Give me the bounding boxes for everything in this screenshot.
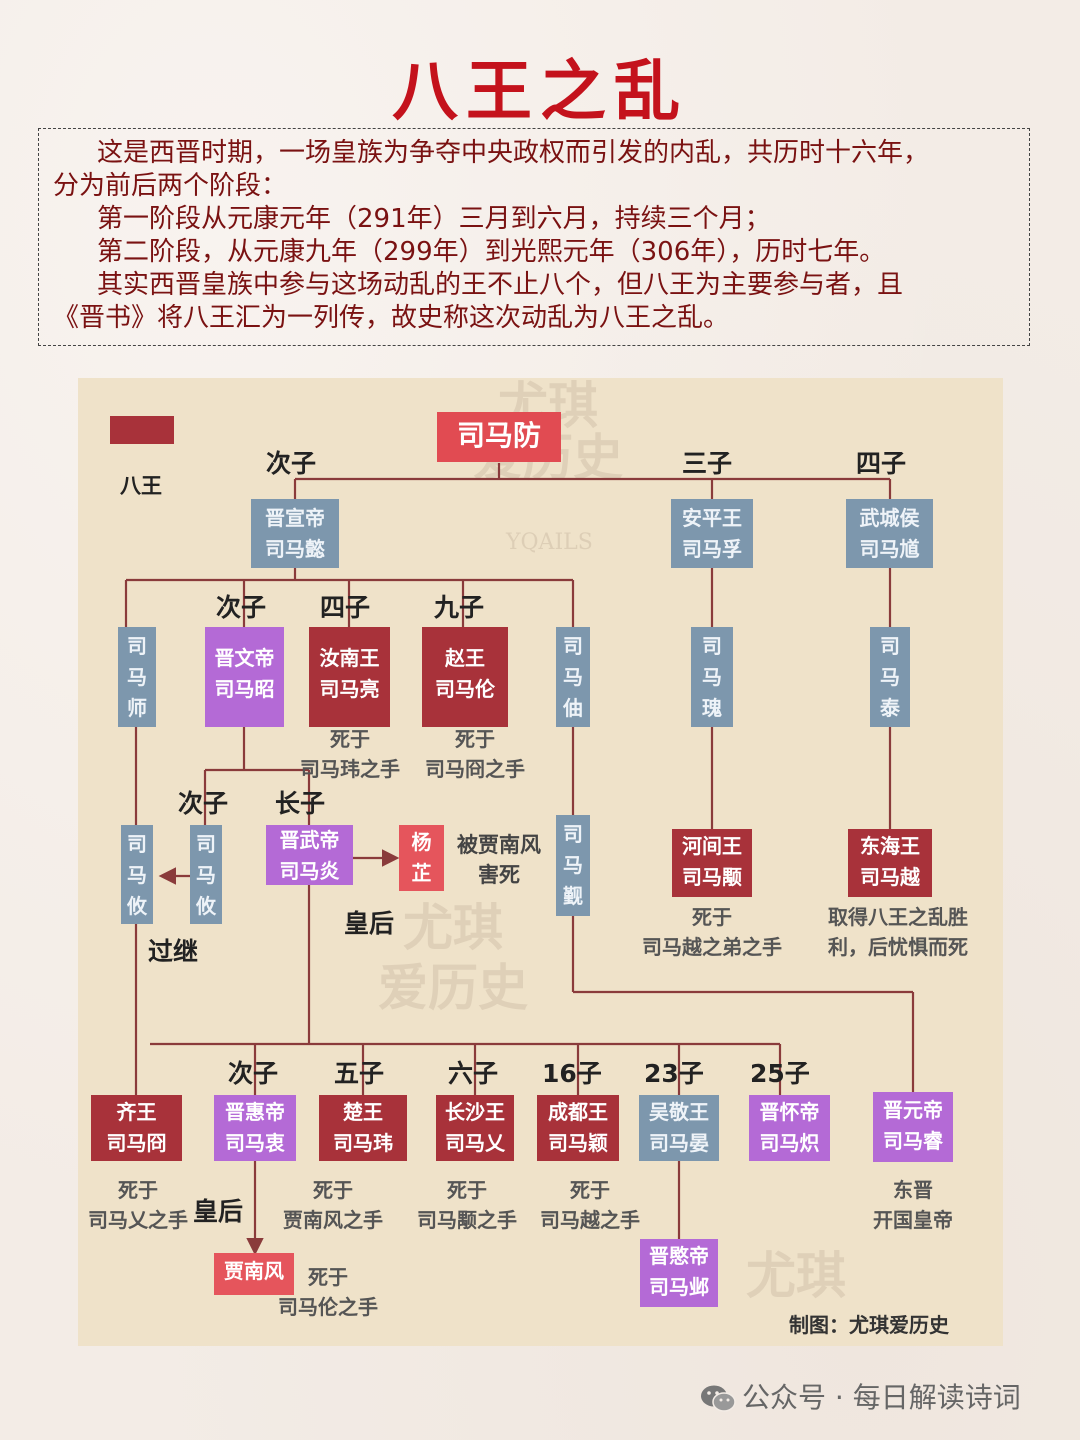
node-sima-shi: 司马师 — [118, 627, 156, 727]
node-sima-gui: 司马瑰 — [691, 627, 733, 727]
relation-label: 皇后 — [193, 1197, 244, 1226]
node-sima-ye: 晋愍帝司马邺 — [640, 1239, 718, 1307]
death-note: 死于司马乂之手 — [88, 1178, 188, 1232]
node-sima-yi: 晋宣帝司马懿 — [251, 499, 339, 568]
relation-label: 23子 — [644, 1059, 704, 1088]
death-note: 死于司马伦之手 — [278, 1265, 378, 1319]
legend-swatch — [110, 416, 174, 444]
relation-label: 次子 — [178, 789, 229, 818]
death-note: 被贾南风害死 — [457, 833, 541, 887]
relation-label: 长子 — [275, 789, 326, 818]
node-sima-fang: 司马防 — [437, 412, 561, 462]
death-note: 死于司马颙之手 — [417, 1178, 517, 1232]
intro-line: 这是西晋时期，一场皇族为争夺中央政权而引发的内乱，共历时十六年， — [97, 138, 930, 168]
relation-label: 16子 — [542, 1059, 602, 1088]
intro-box: 这是西晋时期，一场皇族为争夺中央政权而引发的内乱，共历时十六年， 分为前后两个阶… — [38, 128, 1030, 346]
death-note: 死于司马越之手 — [540, 1178, 640, 1232]
node-sima-kui: 武城侯司马馗 — [846, 499, 933, 568]
wechat-icon — [700, 1384, 736, 1414]
node-sima-chi: 晋怀帝司马炽 — [749, 1095, 830, 1161]
relation-label: 25子 — [750, 1059, 810, 1088]
intro-line: 《晋书》将八王汇为一列传，故史称这次动乱为八王之乱。 — [53, 303, 730, 333]
footer-text: 公众号 · 每日解读诗词 — [742, 1381, 1021, 1414]
footer-account: 公众号 · 每日解读诗词 — [700, 1376, 1021, 1416]
death-note: 死于贾南风之手 — [283, 1178, 383, 1232]
node-sima-jin: 司马觐 — [556, 815, 590, 916]
node-yang-zhi: 杨芷 — [399, 825, 444, 891]
family-tree-chart: 尤琪 爱历史 YQAILS 尤琪 爱历史 尤琪 — [78, 378, 1003, 1346]
node-sima-jiong: 齐王司马冏 — [91, 1095, 182, 1161]
relation-label: 次子 — [228, 1059, 279, 1088]
node-sima-lun: 赵王司马伦 — [422, 627, 508, 727]
relation-label: 五子 — [334, 1059, 385, 1088]
node-sima-you-adopted: 司马攸 — [121, 825, 153, 924]
relation-label: 过继 — [148, 937, 199, 966]
death-note: 取得八王之乱胜利，后忧惧而死 — [828, 905, 968, 959]
chart-credit: 制图：尤琪爱历史 — [789, 1313, 949, 1337]
node-sima-wei: 楚王司马玮 — [319, 1095, 407, 1161]
relation-label: 六子 — [448, 1059, 499, 1088]
relation-label: 皇后 — [344, 909, 395, 938]
death-note: 死于司马冏之手 — [425, 727, 525, 781]
relation-label: 四子 — [856, 449, 907, 478]
node-sima-yan2: 吴敬王司马晏 — [639, 1095, 719, 1161]
relation-label: 次子 — [266, 449, 317, 478]
watermark: 尤琪 — [746, 1246, 846, 1305]
intro-line: 其实西晋皇族中参与这场动乱的王不止八个，但八王为主要参与者，且 — [97, 270, 904, 300]
node-sima-zhou: 司马伷 — [556, 627, 590, 727]
intro-line: 第二阶段，从元康九年（299年）到光熙元年（306年），历时七年。 — [97, 237, 886, 267]
legend-label: 八王 — [120, 474, 162, 498]
node-sima-zhao: 晋文帝司马昭 — [205, 627, 284, 727]
watermark: 爱历史 — [378, 958, 528, 1017]
node-sima-zhong: 晋惠帝司马衷 — [214, 1095, 296, 1161]
node-sima-tai: 司马泰 — [870, 627, 910, 727]
connector-lines — [124, 463, 915, 1256]
relation-label: 九子 — [434, 593, 485, 622]
watermark: 尤琪 — [403, 898, 503, 957]
relation-label: 三子 — [682, 449, 733, 478]
node-sima-you: 司马攸 — [190, 825, 222, 924]
watermark: YQAILS — [506, 530, 593, 555]
emperor-note: 东晋开国皇帝 — [873, 1178, 953, 1232]
node-sima-rui: 晋元帝司马睿 — [873, 1092, 953, 1162]
node-sima-yong: 河间王司马颙 — [672, 829, 752, 897]
node-jia-nanfeng: 贾南风 — [214, 1253, 294, 1295]
death-note: 死于司马玮之手 — [300, 727, 400, 781]
relation-label: 次子 — [216, 593, 267, 622]
death-note: 死于司马越之弟之手 — [642, 905, 782, 959]
node-sima-liang: 汝南王司马亮 — [309, 627, 390, 727]
intro-line: 第一阶段从元康元年（291年）三月到六月，持续三个月； — [97, 204, 771, 234]
intro-line: 分为前后两个阶段： — [53, 171, 288, 201]
node-sima-yan: 晋武帝司马炎 — [266, 825, 353, 885]
node-sima-fu: 安平王司马孚 — [671, 499, 753, 568]
node-sima-ai: 长沙王司马乂 — [436, 1095, 514, 1161]
node-sima-yue: 东海王司马越 — [848, 829, 932, 897]
relation-label: 四子 — [320, 593, 371, 622]
node-sima-ying: 成都王司马颖 — [537, 1095, 619, 1161]
page-title: 八王之乱 — [392, 52, 688, 130]
